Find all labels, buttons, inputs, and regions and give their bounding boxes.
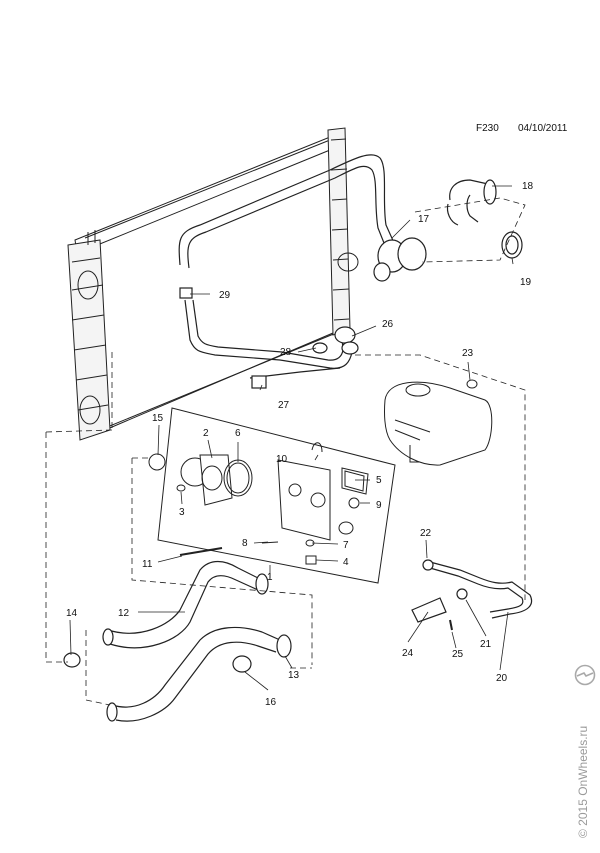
callout-24: 24 [402, 648, 414, 659]
coolant-pipe-20 [411, 559, 533, 631]
lower-hoses [63, 560, 292, 722]
watermark-text: © 2015 OnWheels.ru [576, 725, 590, 838]
callout-5: 5 [376, 475, 382, 486]
callout-6: 6 [235, 428, 241, 439]
callout-1: 1 [267, 572, 273, 583]
bolt-11 [179, 547, 223, 556]
callout-15: 15 [152, 413, 164, 424]
callout-17: 17 [418, 214, 430, 225]
callout-29: 29 [219, 290, 231, 301]
callout-28: 28 [280, 347, 292, 358]
thermostat-group [157, 407, 396, 584]
callout-4: 4 [343, 557, 349, 568]
reference-lines [45, 197, 526, 706]
leader-lines [69, 185, 514, 691]
diagram-code: F230 [476, 123, 499, 134]
radiator [67, 127, 359, 441]
callout-13: 13 [288, 670, 300, 681]
callout-25: 25 [452, 649, 464, 660]
hose-18 [446, 179, 523, 259]
callout-27: 27 [278, 400, 290, 411]
callout-10: 10 [276, 454, 288, 465]
callout-7: 7 [343, 540, 349, 551]
callout-16: 16 [265, 697, 277, 708]
opel-logo-icon [574, 664, 596, 686]
callout-3: 3 [179, 507, 185, 518]
callout-20: 20 [496, 673, 508, 684]
callout-labels: 1 2 3 4 5 6 7 8 9 10 11 12 13 14 15 16 1… [66, 181, 534, 708]
callout-12: 12 [118, 608, 130, 619]
callout-22: 22 [420, 528, 432, 539]
diagram-date: 04/10/2011 [518, 123, 568, 134]
callout-23: 23 [462, 348, 474, 359]
clamp-15 [148, 453, 166, 471]
callout-26: 26 [382, 319, 394, 330]
callout-18: 18 [522, 181, 534, 192]
expansion-tank [384, 379, 493, 466]
bypass-pipe [179, 287, 359, 389]
callout-8: 8 [242, 538, 248, 549]
callout-11: 11 [142, 559, 153, 570]
callout-9: 9 [376, 500, 382, 511]
upper-hose [178, 154, 427, 282]
callout-19: 19 [520, 277, 532, 288]
callout-14: 14 [66, 608, 78, 619]
callout-21: 21 [480, 639, 492, 650]
callout-2: 2 [203, 428, 209, 439]
